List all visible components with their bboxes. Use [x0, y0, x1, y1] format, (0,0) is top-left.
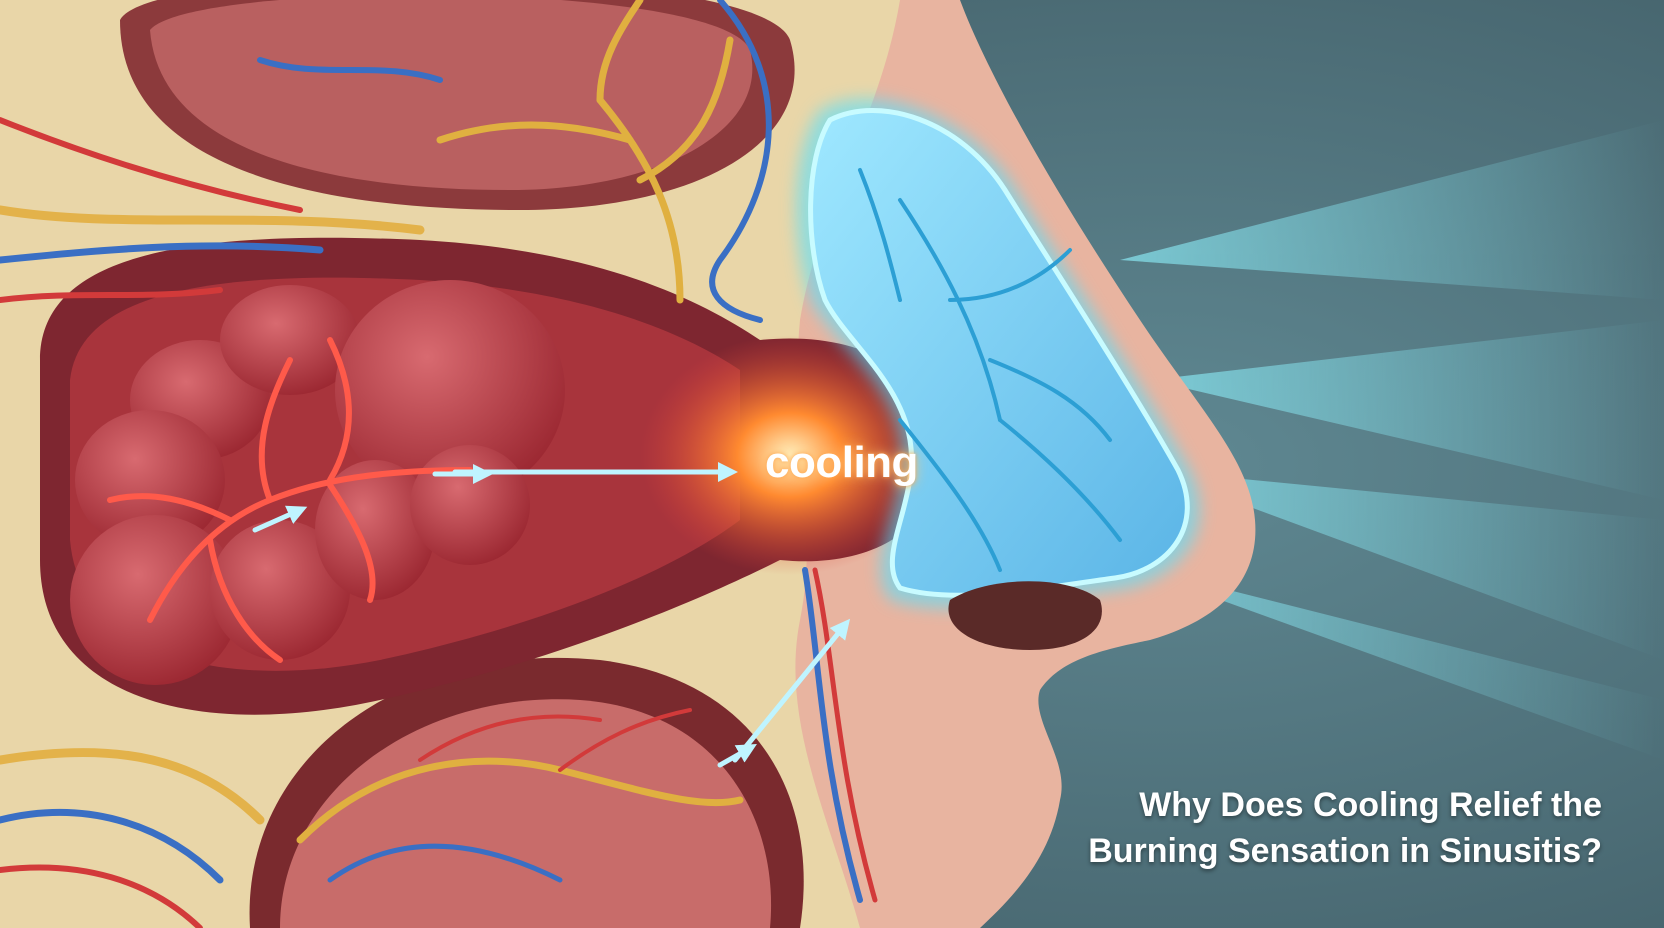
inflamed-tissue-lobes — [70, 280, 565, 685]
cooling-veins — [858, 168, 1122, 572]
arrow-up-right-icon — [717, 744, 757, 768]
caption-line-1: Why Does Cooling Relief the — [1139, 786, 1602, 824]
inflammation-hot-spot — [640, 335, 940, 575]
caption-title: Why Does Cooling Relief the Burning Sens… — [1088, 782, 1602, 874]
inflamed-vessels — [107, 337, 473, 663]
upper-veins — [257, 0, 772, 323]
vessels-left — [0, 117, 425, 928]
arrow-up-right-icon — [252, 505, 308, 533]
cooling-light-beams — [1110, 120, 1664, 760]
upper-nerves — [436, 0, 734, 304]
cooling-label: cooling — [765, 438, 918, 487]
caption-line-2: Burning Sensation in Sinusitis? — [1088, 832, 1602, 870]
upper-sinus — [120, 0, 795, 210]
airflow-arrows — [252, 462, 851, 768]
arrow-up-right-icon — [732, 618, 851, 763]
lower-cavity — [249, 657, 804, 928]
nostril — [948, 581, 1102, 650]
nasal-vessels — [802, 567, 878, 903]
lower-vessels — [296, 708, 744, 883]
